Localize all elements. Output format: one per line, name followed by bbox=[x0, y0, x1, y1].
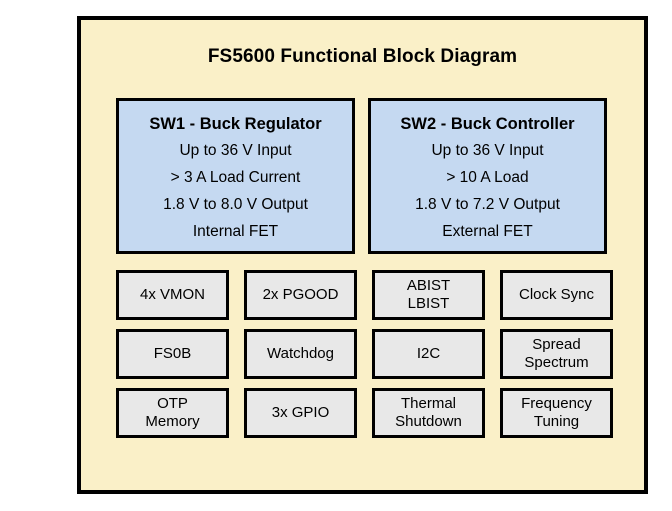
feature-block: OTP Memory bbox=[116, 388, 229, 438]
block-diagram-frame: FS5600 Functional Block Diagram SW1 - Bu… bbox=[77, 16, 648, 494]
switcher-block-title: SW1 - Buck Regulator bbox=[149, 115, 322, 133]
feature-block-label: OTP Memory bbox=[145, 395, 200, 430]
feature-block-label: 2x PGOOD bbox=[262, 286, 339, 303]
feature-block-label: 4x VMON bbox=[139, 286, 205, 303]
switcher-block-sw2: SW2 - Buck Controller Up to 36 V Input >… bbox=[368, 98, 607, 254]
feature-block-label: 3x GPIO bbox=[271, 404, 330, 421]
feature-block-label: Frequency Tuning bbox=[521, 395, 592, 430]
feature-block: 3x GPIO bbox=[244, 388, 357, 438]
feature-block: 4x VMON bbox=[116, 270, 229, 320]
switcher-block-spec-line: Up to 36 V Input bbox=[431, 142, 544, 159]
feature-block-label: FS0B bbox=[153, 345, 192, 362]
feature-block: ABIST LBIST bbox=[372, 270, 485, 320]
switcher-block-spec-line: Up to 36 V Input bbox=[179, 142, 292, 159]
feature-block-label: ABIST LBIST bbox=[406, 277, 451, 312]
switcher-block-spec-line: 1.8 V to 7.2 V Output bbox=[415, 196, 560, 213]
feature-block: Clock Sync bbox=[500, 270, 613, 320]
feature-block-label: I2C bbox=[416, 345, 441, 362]
switcher-block-title: SW2 - Buck Controller bbox=[400, 115, 575, 133]
feature-block: Thermal Shutdown bbox=[372, 388, 485, 438]
switcher-block-sw1: SW1 - Buck Regulator Up to 36 V Input > … bbox=[116, 98, 355, 254]
feature-block-label: Clock Sync bbox=[518, 286, 595, 303]
feature-block-label: Thermal Shutdown bbox=[395, 395, 462, 430]
switcher-block-spec-line: > 3 A Load Current bbox=[170, 169, 301, 186]
switcher-block-spec-line: 1.8 V to 8.0 V Output bbox=[163, 196, 308, 213]
feature-block-label: Spread Spectrum bbox=[524, 336, 589, 371]
feature-block: Frequency Tuning bbox=[500, 388, 613, 438]
switcher-block-spec-line: Internal FET bbox=[192, 223, 279, 240]
feature-block-grid: 4x VMON 2x PGOOD ABIST LBIST Clock Sync … bbox=[116, 270, 613, 438]
page-title: FS5600 Functional Block Diagram bbox=[207, 46, 518, 67]
feature-block: I2C bbox=[372, 329, 485, 379]
switcher-block-spec-line: > 10 A Load bbox=[446, 169, 529, 186]
switcher-block-spec-line: External FET bbox=[442, 223, 533, 240]
feature-block-label: Watchdog bbox=[267, 345, 334, 362]
feature-block: 2x PGOOD bbox=[244, 270, 357, 320]
feature-block: Spread Spectrum bbox=[500, 329, 613, 379]
feature-block: Watchdog bbox=[244, 329, 357, 379]
feature-block: FS0B bbox=[116, 329, 229, 379]
